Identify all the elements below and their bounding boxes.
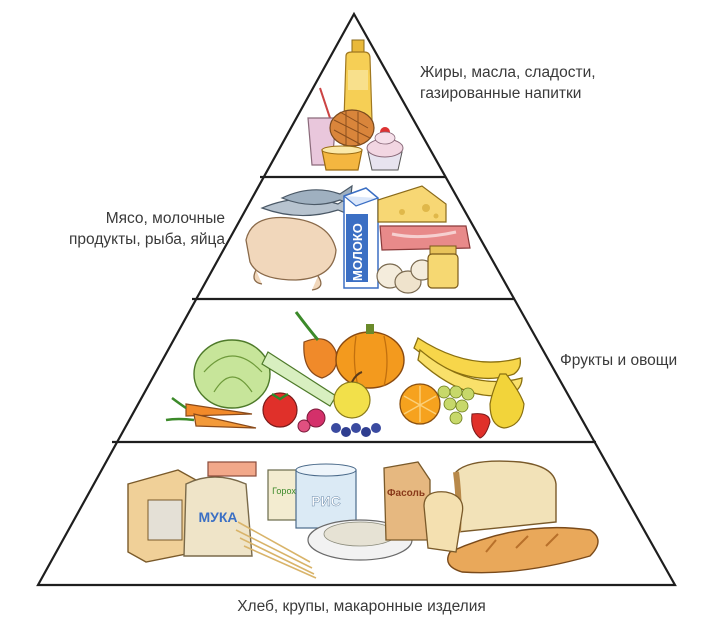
tier-label-protein: Мясо, молочные продукты, рыба, яйца — [40, 208, 225, 250]
tin-can-icon — [208, 462, 256, 476]
tier-label-produce: Фрукты и овощи — [560, 350, 677, 371]
blueberries-icon — [331, 423, 381, 437]
tier-protein-illustration: МОЛОКО — [246, 186, 470, 293]
fish-icon — [262, 186, 352, 216]
milk-carton-icon: МОЛОКО — [344, 188, 378, 288]
tier-label-grains: Хлеб, крупы, макаронные изделия — [0, 596, 723, 617]
bread-loaf-icon — [456, 461, 556, 532]
tier-label-line: продукты, рыба, яйца — [40, 229, 225, 250]
bread-slice-icon — [424, 492, 463, 552]
beans-bag-icon: Фасоль — [384, 462, 430, 540]
radish-icon — [298, 409, 325, 432]
tier-label-line: Мясо, молочные — [40, 208, 225, 229]
eggs-icon — [377, 260, 433, 293]
tier-label-line: газированные напитки — [420, 83, 596, 104]
cream-bowl-icon — [322, 146, 362, 170]
flour-bag-icon: МУКА — [184, 477, 252, 556]
jar-icon — [428, 246, 458, 288]
peas-label: Горох — [272, 486, 296, 496]
chicken-icon — [246, 217, 336, 290]
tier-label-line: Хлеб, крупы, макаронные изделия — [0, 596, 723, 617]
pepper-icon — [296, 312, 337, 378]
tier-label-line: Фрукты и овощи — [560, 350, 677, 371]
pie-icon — [330, 110, 374, 146]
cabbage-icon — [194, 340, 270, 408]
cheese-icon — [378, 186, 446, 222]
oil-bottle-icon — [344, 40, 372, 120]
tier-label-line: Жиры, масла, сладости, — [420, 62, 596, 83]
grapes-icon — [438, 386, 474, 424]
beans-label: Фасоль — [387, 488, 425, 499]
tomato-icon — [263, 393, 297, 427]
pumpkin-icon — [336, 324, 404, 388]
orange-icon — [400, 384, 440, 424]
tier-produce-illustration — [166, 312, 524, 438]
baguette-icon — [448, 528, 598, 573]
milk-label: МОЛОКО — [350, 223, 365, 281]
tier-fats-illustration — [308, 40, 403, 170]
rice-label: РИС — [311, 493, 341, 509]
strawberry-icon — [472, 414, 490, 438]
rice-can-icon: РИС — [296, 464, 356, 528]
tier-grains-illustration: МУКА Горох РИС Фасоль — [128, 461, 598, 578]
tier-label-fats: Жиры, масла, сладости, газированные напи… — [420, 62, 596, 104]
flour-label: МУКА — [198, 509, 237, 525]
peas-can-icon: Горох — [268, 470, 300, 520]
